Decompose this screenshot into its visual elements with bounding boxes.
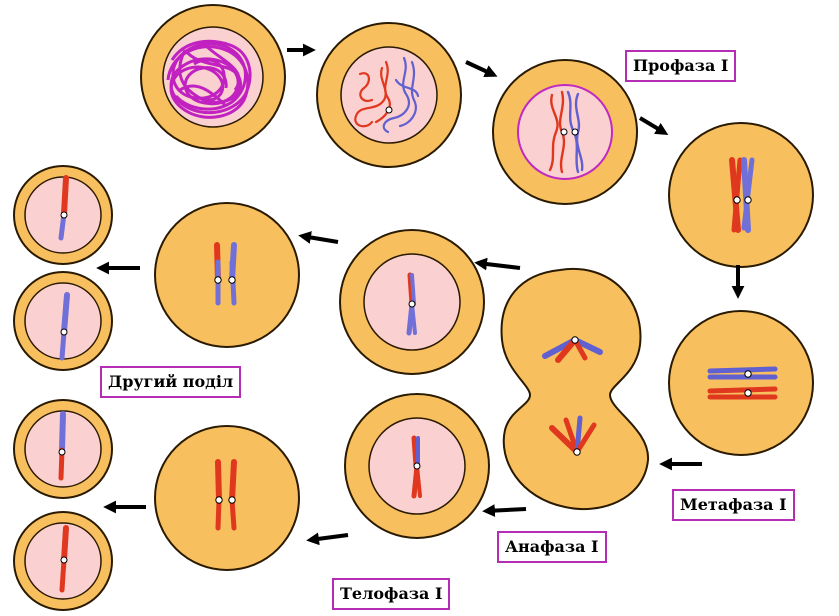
- arrow-left-icon: [486, 509, 526, 511]
- early-prophase-cell: [317, 23, 461, 167]
- label-metaphase-i: Метафаза І: [672, 489, 795, 521]
- label-prophase-i: Профаза І: [625, 50, 736, 82]
- prometaphase-cell: [669, 123, 813, 267]
- prophase-i-cell: [493, 60, 637, 204]
- metaphase-i-cell: [669, 311, 813, 455]
- label-anaphase-i: Анафаза І: [497, 531, 607, 563]
- arrow-left-icon: [302, 236, 338, 242]
- gamete-3: [14, 400, 112, 498]
- telophase-nucleus-lower: [345, 394, 489, 538]
- second-division-cell-upper: [155, 203, 299, 347]
- gamete-2: [14, 272, 112, 370]
- label-second-division: Другий поділ: [100, 366, 241, 398]
- interphase-cell: [141, 5, 285, 149]
- anaphase-i-cell: [502, 269, 649, 509]
- arrow-right-icon: [466, 62, 494, 75]
- telophase-nucleus-upper: [340, 230, 484, 374]
- gamete-4: [14, 512, 112, 610]
- arrow-right-icon: [640, 118, 665, 133]
- arrow-left-icon: [478, 263, 520, 268]
- arrow-left-icon: [310, 535, 348, 540]
- second-division-cell-lower: [155, 426, 299, 570]
- gamete-1: [14, 166, 112, 264]
- label-telophase-i: Телофаза І: [332, 578, 450, 610]
